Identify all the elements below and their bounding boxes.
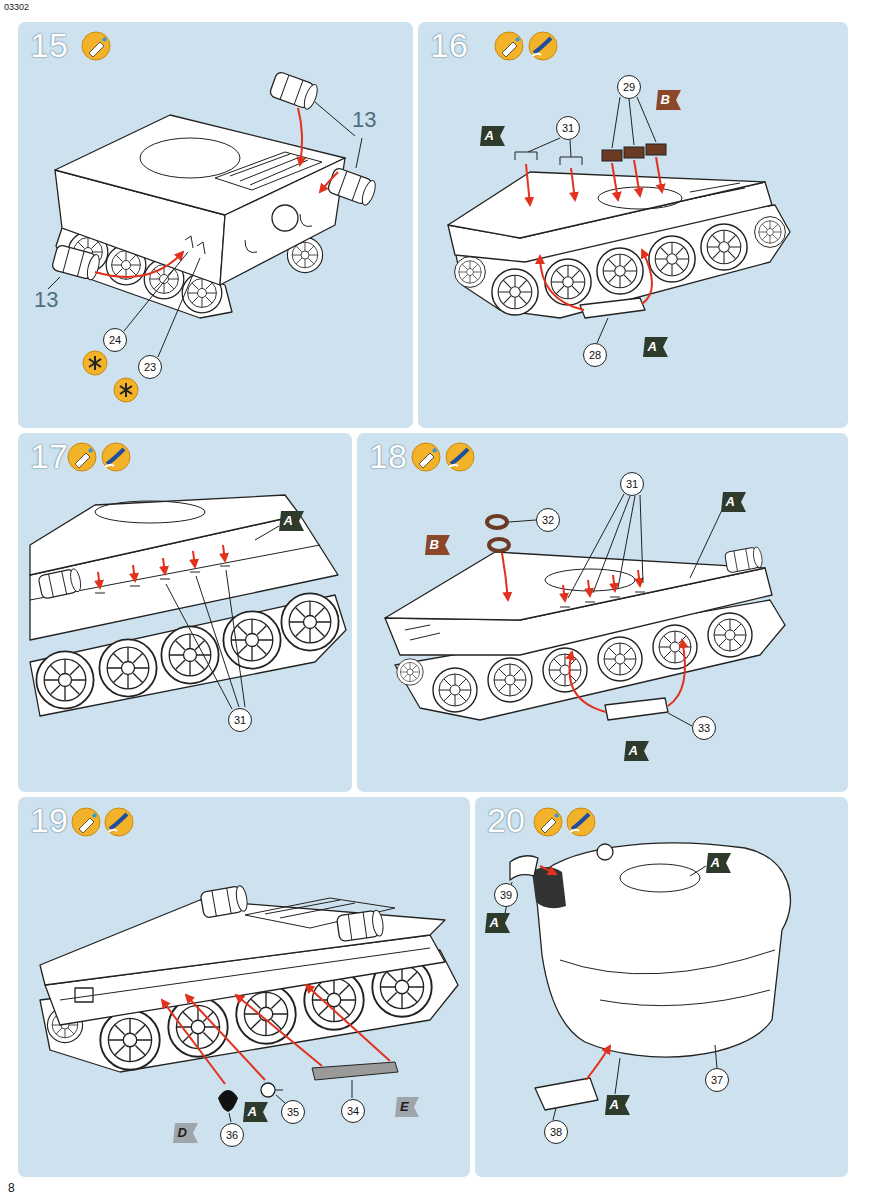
step-number: 15 — [30, 25, 68, 65]
flag-fill — [395, 1097, 419, 1117]
part-callout: 28 — [583, 343, 607, 367]
flag-letter: A — [706, 853, 720, 873]
callout-number: 31 — [234, 714, 246, 726]
callout-number: 31 — [626, 478, 638, 490]
flag-fill — [624, 741, 649, 761]
flag-letter: D — [173, 1123, 187, 1143]
color-flag: A — [243, 1102, 268, 1122]
page-number: 8 — [8, 1182, 15, 1195]
part-callout: 31 — [620, 472, 644, 496]
part-callout: 29 — [617, 75, 641, 99]
part-callout: 35 — [281, 1100, 305, 1124]
flag-fill — [656, 90, 681, 110]
step-number: 19 — [30, 800, 68, 840]
callout-number: 31 — [562, 122, 574, 134]
step-panel: 20A39A37A38 — [475, 797, 848, 1177]
part-callout: 33 — [692, 716, 716, 740]
step-number: 17 — [30, 436, 68, 476]
color-flag: A — [624, 741, 649, 761]
flag-fill — [721, 492, 746, 512]
flag-letter: A — [243, 1102, 257, 1122]
callout-number: 28 — [589, 349, 601, 361]
flag-fill — [279, 511, 304, 531]
part-callout: 37 — [705, 1068, 729, 1092]
flag-letter: A — [485, 913, 499, 933]
callout-number: 35 — [287, 1106, 299, 1118]
color-flag: A — [706, 853, 731, 873]
callout-number: 39 — [500, 889, 512, 901]
flag-letter: A — [279, 511, 293, 531]
flag-fill — [425, 535, 450, 555]
part-callout: 23 — [138, 355, 162, 379]
color-flag: A — [480, 126, 505, 146]
callout-number: 24 — [109, 334, 121, 346]
callout-number: 34 — [347, 1105, 359, 1117]
color-flag: D — [173, 1123, 198, 1143]
callout-number: 23 — [144, 361, 156, 373]
callout-number: 32 — [542, 514, 554, 526]
color-flag: E — [395, 1097, 419, 1117]
flag-fill — [173, 1123, 198, 1143]
color-flag: A — [279, 511, 304, 531]
color-flag: B — [656, 90, 681, 110]
part-callout: 32 — [536, 508, 560, 532]
part-callout: 36 — [220, 1123, 244, 1147]
part-callout: 24 — [103, 328, 127, 352]
step-number: 20 — [487, 800, 525, 840]
callout-number: 36 — [226, 1129, 238, 1141]
step-panel: 17A 31 — [18, 433, 352, 792]
step-panel: 19 36 35 34 E D A — [18, 797, 470, 1177]
flag-letter: B — [656, 90, 670, 110]
step-panel: 183132BA33A — [357, 433, 848, 792]
flag-fill — [480, 126, 505, 146]
flag-fill — [605, 1095, 630, 1115]
color-flag: A — [721, 492, 746, 512]
flag-fill — [243, 1102, 268, 1122]
callout-number: 33 — [698, 722, 710, 734]
part-callout: 31 — [228, 708, 252, 732]
color-flag: A — [485, 913, 510, 933]
color-flag: B — [425, 535, 450, 555]
flag-letter: A — [721, 492, 735, 512]
step-panel: 15 24 23 — [18, 22, 413, 428]
step-number: 16 — [430, 25, 468, 65]
part-callout: 31 — [556, 116, 580, 140]
flag-letter: A — [643, 337, 657, 357]
color-flag: A — [643, 337, 668, 357]
part-callout: 38 — [544, 1120, 568, 1144]
flag-letter: B — [425, 535, 439, 555]
step-number: 18 — [369, 436, 407, 476]
part-callout: 34 — [341, 1099, 365, 1123]
flag-letter: A — [624, 741, 638, 761]
flag-fill — [706, 853, 731, 873]
flag-letter: E — [395, 1097, 409, 1117]
callout-number: 29 — [623, 81, 635, 93]
part-number: 13 — [34, 288, 58, 312]
color-flag: A — [605, 1095, 630, 1115]
flag-fill — [643, 337, 668, 357]
flag-letter: A — [480, 126, 494, 146]
part-number: 13 — [352, 108, 376, 132]
flag-fill — [485, 913, 510, 933]
flag-letter: A — [605, 1095, 619, 1115]
step-panel: 16A 31 29B 28 A — [418, 22, 848, 428]
callout-number: 37 — [711, 1074, 723, 1086]
callout-number: 38 — [550, 1126, 562, 1138]
kit-number: 03302 — [4, 3, 29, 13]
part-callout: 39 — [494, 883, 518, 907]
